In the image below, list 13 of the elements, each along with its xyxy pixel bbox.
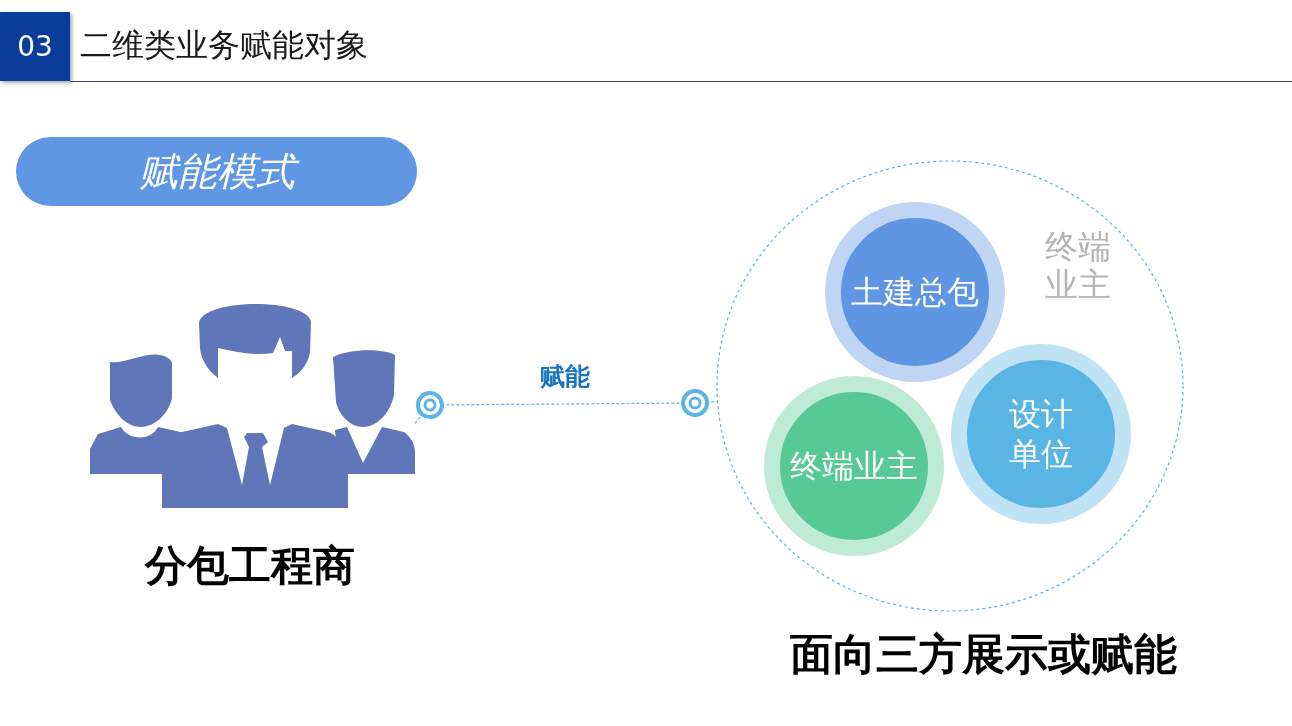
node-label: 分包工程商: [145, 541, 355, 592]
heading-pill: 赋能模式: [16, 137, 417, 206]
circle-node: 土建总包: [825, 202, 1005, 382]
circle-node: 设计单位: [951, 344, 1131, 524]
people-picture: [90, 303, 415, 508]
dashed-circle: [716, 160, 1184, 612]
edge-label: 赋能: [540, 362, 590, 392]
circle-node: 终端业主: [764, 376, 944, 556]
faded-label: 终端业主: [1045, 228, 1112, 304]
node-label: 面向三方展示或赋能: [789, 629, 1177, 681]
number-badge: 03: [0, 12, 70, 81]
connector: [414, 389, 719, 424]
title: 二维类业务赋能对象: [80, 26, 368, 64]
